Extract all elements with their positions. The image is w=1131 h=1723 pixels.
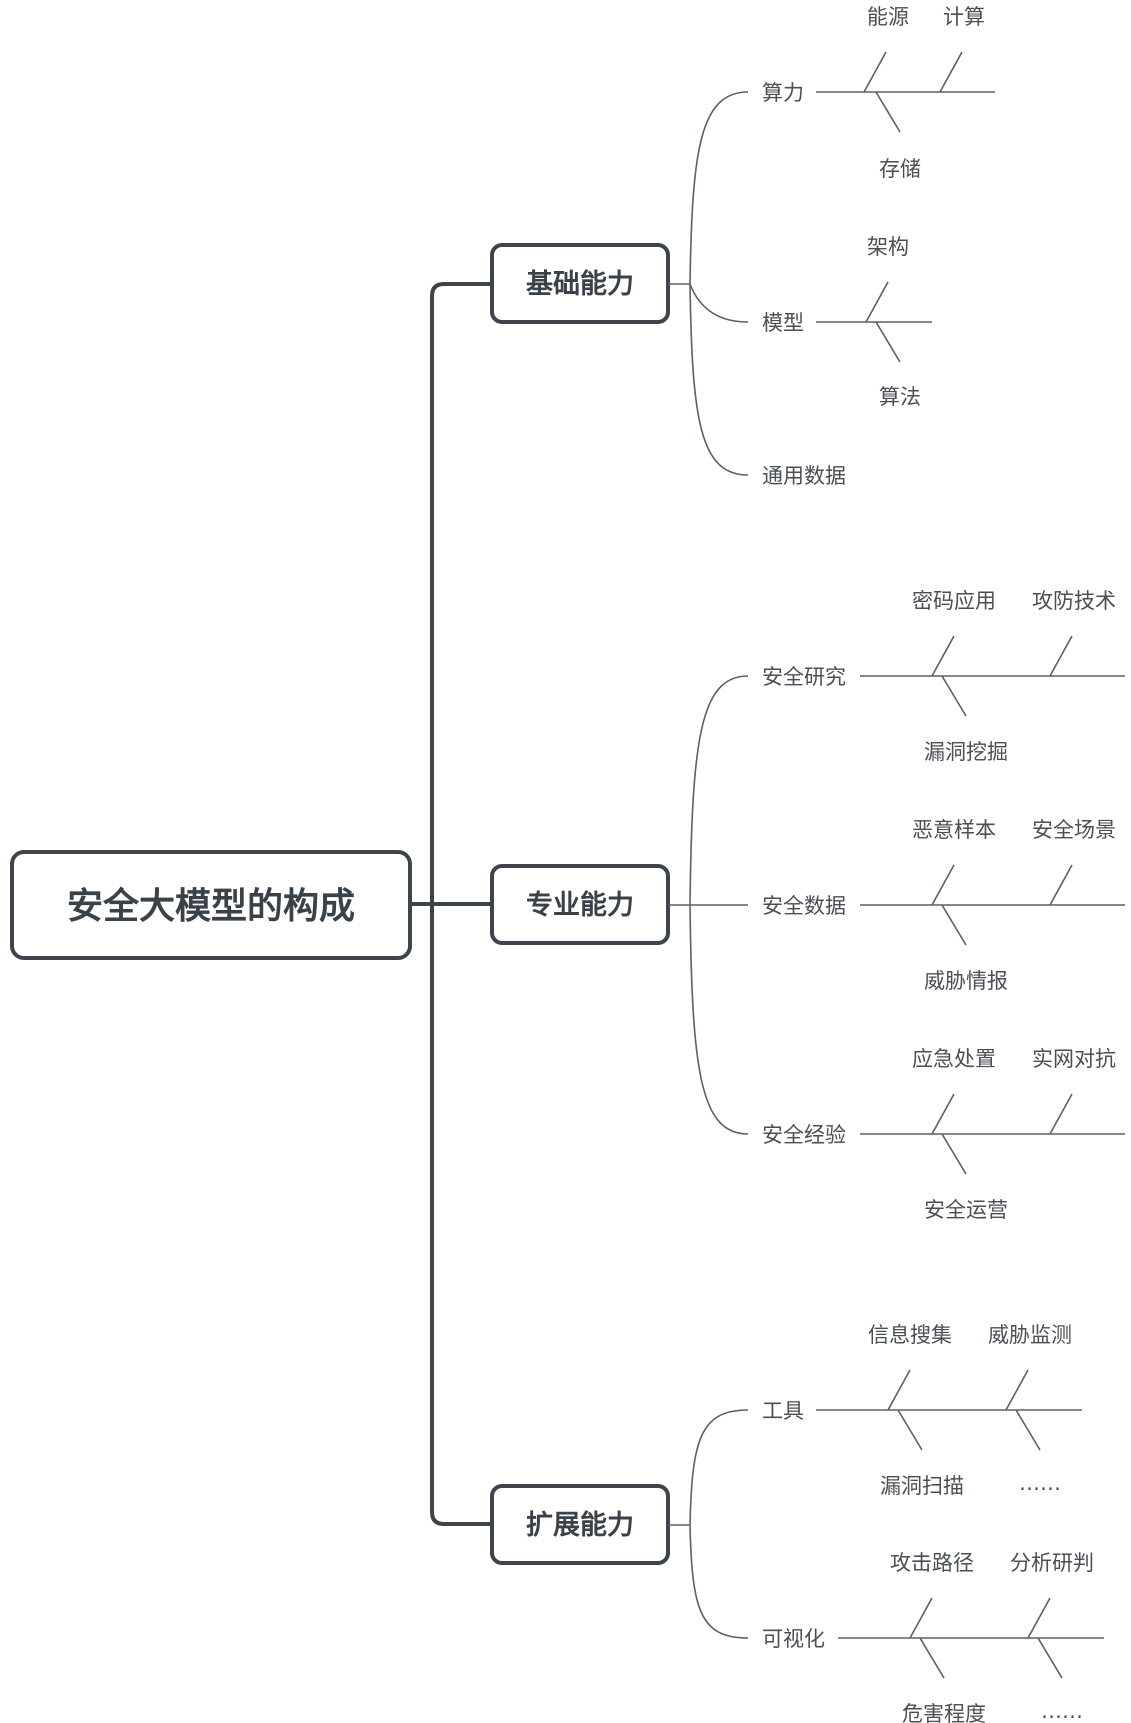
branch-extension: 扩展能力 工具 信息搜集 威胁监测 漏洞扫描 …… 可视化 攻击路径 分析研判 … (490, 1323, 1104, 1723)
leaf-malware-samples: 恶意样本 (912, 818, 996, 842)
leaf-threat-monitoring: 威胁监测 (988, 1323, 1072, 1347)
trunk-line (430, 282, 494, 1526)
leaf-live-exercise: 实网对抗 (1032, 1047, 1116, 1071)
branch-professional: 专业能力 安全研究 密码应用 攻防技术 漏洞挖掘 安全数据 恶意样本 安全场景 … (490, 589, 1125, 1222)
leaf-vuln-scanning: 漏洞扫描 (880, 1474, 964, 1498)
leaf-security-scenarios: 安全场景 (1032, 818, 1116, 842)
leaf-architecture: 架构 (867, 235, 909, 259)
leaf-info-gathering: 信息搜集 (868, 1323, 952, 1347)
leaf-crypto-application: 密码应用 (912, 589, 996, 613)
leaf-offense-defense: 攻防技术 (1032, 589, 1116, 613)
leaf-storage: 存储 (879, 157, 921, 181)
node-security-data: 安全数据 (762, 894, 846, 918)
leaf-security-ops: 安全运营 (924, 1198, 1008, 1222)
node-security-research: 安全研究 (762, 665, 846, 689)
leaf-incident-response: 应急处置 (912, 1047, 996, 1071)
root-node: 安全大模型的构成 (10, 850, 412, 960)
leaf-tools-ellipsis: …… (1019, 1471, 1061, 1495)
leaf-visualization-ellipsis: …… (1041, 1699, 1083, 1723)
leaf-algorithm: 算法 (879, 385, 921, 409)
branch-label-extension: 扩展能力 (526, 1509, 634, 1541)
leaf-vuln-mining: 漏洞挖掘 (924, 740, 1008, 764)
leaf-harm-level: 危害程度 (902, 1702, 986, 1723)
leaf-threat-intel: 威胁情报 (924, 969, 1008, 993)
node-tools: 工具 (762, 1399, 804, 1423)
leaf-attack-path: 攻击路径 (890, 1551, 974, 1575)
leaf-energy: 能源 (867, 5, 909, 29)
leaf-computation: 计算 (943, 5, 985, 29)
leaf-analysis-judgment: 分析研判 (1010, 1551, 1094, 1575)
root-title: 安全大模型的构成 (67, 885, 355, 927)
branch-label-professional: 专业能力 (526, 889, 634, 921)
node-general-data: 通用数据 (762, 464, 846, 488)
branch-label-foundation: 基础能力 (526, 268, 634, 300)
node-visualization: 可视化 (762, 1627, 825, 1651)
branch-foundation: 基础能力 算力 能源 计算 存储 模型 架构 算法 通用数据 (490, 5, 995, 488)
node-security-experience: 安全经验 (762, 1123, 846, 1147)
node-model: 模型 (762, 311, 804, 335)
node-compute-power: 算力 (762, 81, 804, 105)
